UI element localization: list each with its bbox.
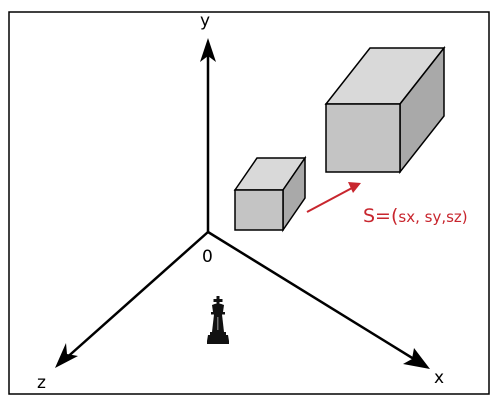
scaling-formula-prefix: S=( [363,205,398,227]
scaling-arrow [306,187,353,213]
small-box-front [234,189,284,231]
z-axis [62,231,209,362]
z-axis-arrowhead [55,343,78,368]
scaling-formula: S=(sx, sy,sz) [363,205,468,227]
x-axis [207,230,423,366]
y-axis-arrowhead [200,38,216,62]
z-axis-label: z [37,373,46,393]
small-box [233,155,307,233]
scaling-formula-body: sx, sy,sz) [398,208,467,226]
frame-border [8,11,490,395]
x-axis-arrowhead [403,348,430,369]
axes [55,38,430,369]
large-box-front [325,103,401,173]
x-axis-label: x [434,368,444,388]
scaling-arrowhead [348,182,361,193]
y-axis-label: y [200,11,210,31]
origin-label: 0 [202,247,213,267]
chess-king-icon [207,296,229,344]
large-box [324,45,446,175]
